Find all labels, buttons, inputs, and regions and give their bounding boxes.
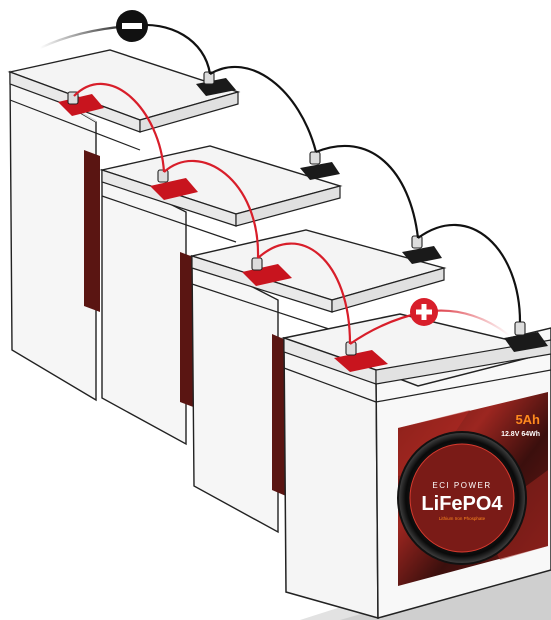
battery-1: [7, 49, 241, 402]
label-subtitle: Lithium Iron Phosphate: [439, 516, 486, 521]
negative-badge: [116, 10, 148, 42]
battery-4-negative-terminal: [504, 332, 548, 352]
battery-2: [99, 145, 343, 446]
label-rating: 12.8V 64Wh: [501, 431, 540, 438]
label-chemistry: LiFePO4: [421, 493, 503, 515]
label-brand: ECI POWER: [432, 481, 491, 490]
black-wire-2: [315, 144, 420, 239]
series-wire-1: [73, 82, 166, 173]
positive-badge: [410, 298, 438, 326]
series-wire-3: [257, 242, 352, 345]
black-wire-3: [417, 224, 522, 323]
battery-2-positive-terminal: [150, 178, 198, 200]
battery-3-negative-terminal: [402, 246, 442, 264]
black-wire-1: [209, 65, 318, 153]
battery-4-front: [281, 313, 551, 619]
series-wire-2: [163, 160, 260, 259]
label-capacity: 5Ah: [515, 412, 540, 427]
battery-2-negative-terminal: [300, 162, 340, 180]
battery-3: [189, 229, 447, 534]
